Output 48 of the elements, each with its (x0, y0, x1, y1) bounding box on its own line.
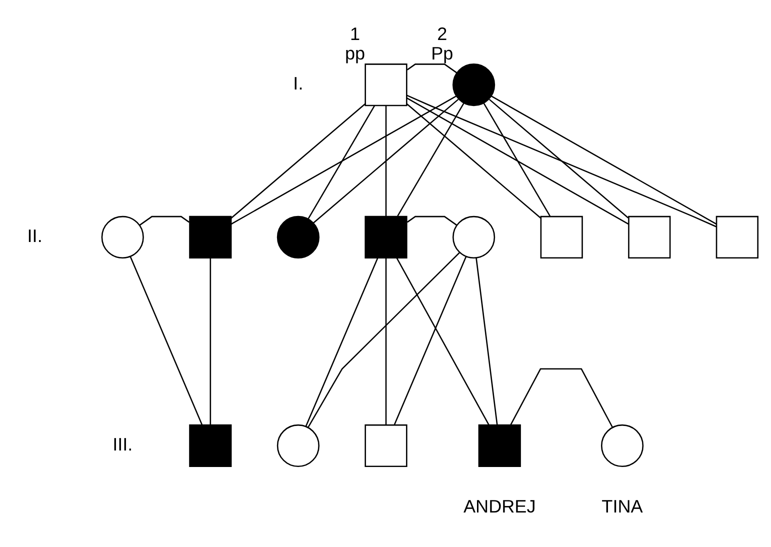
connector (312, 98, 458, 223)
connector (490, 95, 716, 224)
connector (406, 215, 457, 226)
connector (304, 257, 378, 426)
node-box (540, 215, 582, 258)
node-label: Pp (430, 42, 453, 63)
node-box (364, 215, 407, 258)
connector (406, 63, 457, 73)
node-circle (600, 424, 644, 467)
node-circle (452, 215, 495, 258)
connector (510, 368, 612, 427)
connector (406, 94, 716, 227)
node-label: pp (344, 42, 365, 63)
connector (307, 104, 375, 218)
connector (482, 102, 550, 216)
node-box (715, 215, 758, 258)
connector (406, 102, 541, 218)
connector (230, 95, 456, 224)
node-box (628, 215, 670, 258)
connector (384, 257, 386, 424)
node-circle (100, 215, 144, 258)
node-label: 2 (436, 23, 447, 44)
connector (230, 102, 366, 218)
label: II. (26, 225, 42, 246)
node-label: ANDREJ (462, 496, 536, 516)
connector (488, 98, 628, 218)
connector (393, 256, 466, 424)
node-label: 1 (349, 23, 360, 44)
node-circle (276, 215, 319, 258)
node-box (478, 424, 520, 467)
connector (475, 257, 498, 425)
connector (307, 252, 460, 428)
connector (138, 215, 190, 226)
node-circle (276, 424, 319, 467)
node-box (364, 63, 407, 106)
node-box (364, 424, 407, 467)
label: I. (292, 73, 303, 94)
node-label: TINA (601, 496, 642, 516)
node-box (188, 215, 232, 258)
label: III. (112, 434, 132, 454)
connector (396, 257, 489, 425)
node-box (188, 424, 232, 467)
connector (396, 102, 464, 216)
connector (384, 105, 386, 216)
node-circle (452, 63, 495, 106)
connector (129, 256, 202, 424)
connector (209, 257, 211, 424)
connector (406, 96, 628, 224)
